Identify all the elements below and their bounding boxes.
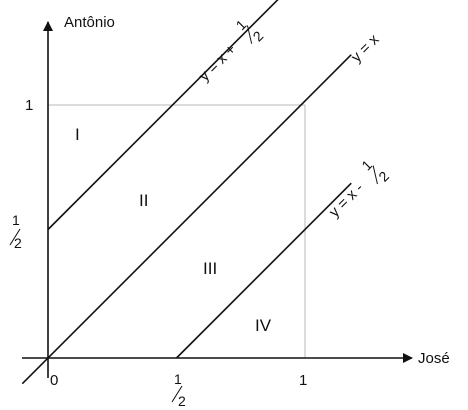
- y-tick-1: 1: [25, 97, 33, 114]
- equation-lower-numerator: 1: [358, 156, 375, 173]
- x-tick-1: 1: [299, 372, 307, 389]
- x-axis-label: José: [418, 350, 450, 367]
- region-label-1: I: [75, 125, 80, 144]
- equation-middle: y = x: [348, 31, 383, 66]
- y-tick-half-denominator: 2: [14, 235, 22, 251]
- equation-upper-slash: [246, 25, 253, 44]
- equation-lower-denominator: 2: [375, 168, 392, 185]
- line-y-equals-x-minus-half: [175, 182, 352, 359]
- equation-lower-slash: [372, 165, 378, 185]
- x-tick-half-slash: [171, 385, 183, 403]
- x-tick-half: 1 2: [171, 371, 186, 409]
- y-tick-half-slash: [9, 228, 21, 246]
- svg-text:y = x +: y = x +: [196, 41, 240, 85]
- x-tick-half-numerator: 1: [174, 371, 182, 387]
- equation-upper: y = x + 1 2: [196, 16, 267, 85]
- x-tick-half-denominator: 2: [178, 393, 186, 409]
- y-tick-half-numerator: 1: [12, 212, 20, 228]
- equation-middle-text: y = x: [348, 31, 383, 66]
- equation-upper-denominator: 2: [250, 28, 267, 45]
- svg-text:y = x -: y = x -: [326, 180, 367, 221]
- region-label-2: II: [139, 191, 148, 210]
- equation-lower: y = x - 1 2: [326, 156, 392, 221]
- origin-label: 0: [50, 372, 58, 389]
- region-label-4: IV: [255, 316, 272, 335]
- y-tick-half: 1 2: [9, 212, 22, 251]
- line-y-equals-x: [21, 54, 352, 385]
- line-y-equals-x-plus-half: [47, 0, 279, 231]
- equation-lower-prefix: y = x -: [326, 180, 367, 221]
- equation-upper-prefix: y = x +: [196, 41, 240, 85]
- y-axis-label: Antônio: [64, 14, 115, 31]
- region-label-3: III: [203, 259, 217, 278]
